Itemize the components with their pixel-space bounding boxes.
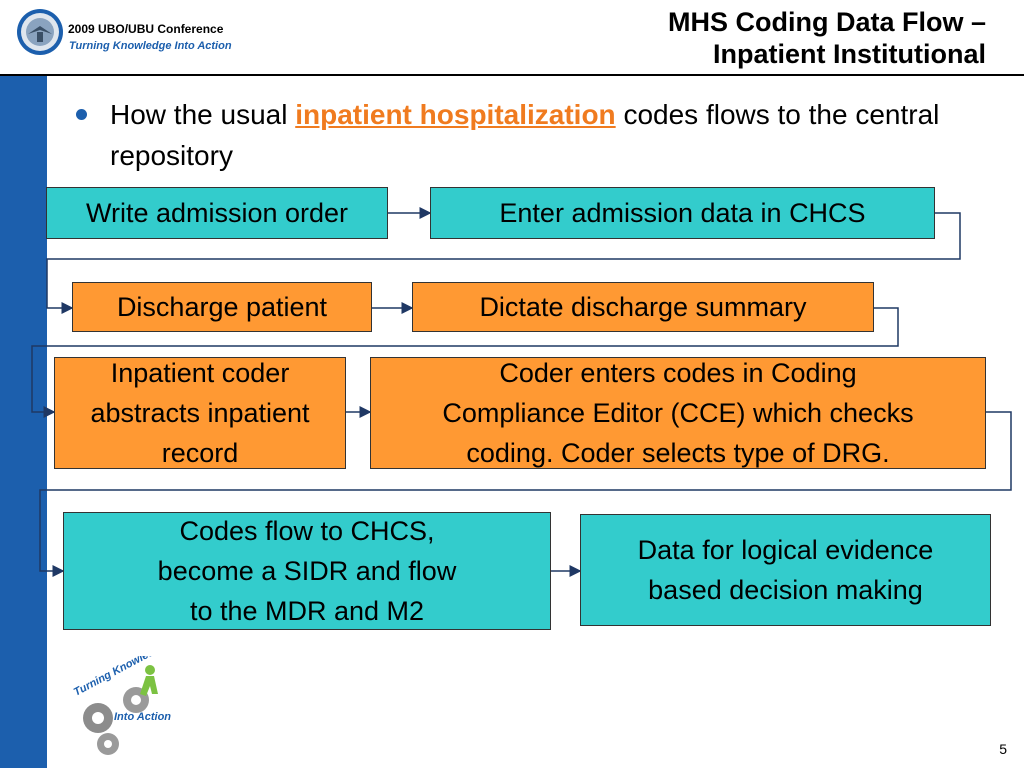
- arrow-dictate-to-abstracts: [31, 307, 899, 418]
- figure-icon: [140, 665, 158, 696]
- box-coder-enters-codes: Coder enters codes in Coding Compliance …: [370, 357, 986, 469]
- arrow-enter-to-discharge: [46, 212, 961, 314]
- page-number: 5: [999, 741, 1007, 757]
- bullet-suffix: codes flows to the central repository: [110, 99, 940, 171]
- bullet-prefix: How the usual: [110, 99, 296, 130]
- conference-name: 2009 UBO/UBU Conference: [68, 22, 224, 36]
- bullet-text: How the usual inpatient hospitalization …: [110, 94, 990, 176]
- box-discharge-patient: Discharge patient: [72, 282, 372, 332]
- box-codes-flow: Codes flow to CHCS, become a SIDR and fl…: [63, 512, 551, 630]
- box-enter-admission-data: Enter admission data in CHCS: [430, 187, 935, 239]
- logo-text-2: Into Action: [114, 711, 171, 723]
- box-dictate-discharge-summary: Dictate discharge summary: [412, 282, 874, 332]
- left-sidebar-band: [0, 0, 47, 768]
- turning-knowledge-logo: Turning Knowledge Into Action: [72, 656, 171, 755]
- arrow-enters-to-codes: [39, 411, 1012, 577]
- title-underline: [0, 74, 1024, 76]
- box-coder-abstracts: Inpatient coder abstracts inpatient reco…: [54, 357, 346, 469]
- slide-title: MHS Coding Data Flow – Inpatient Institu…: [667, 7, 986, 69]
- dod-seal-icon: [17, 9, 63, 55]
- gear-icon: [83, 687, 149, 755]
- slide-header: [0, 0, 1024, 76]
- conference-tagline: Turning Knowledge Into Action: [69, 40, 232, 52]
- box-data-for-decisions: Data for logical evidence based decision…: [580, 514, 991, 626]
- bullet-highlight: inpatient hospitalization: [295, 99, 616, 130]
- box-write-admission-order: Write admission order: [46, 187, 388, 239]
- bullet-icon: [76, 109, 87, 120]
